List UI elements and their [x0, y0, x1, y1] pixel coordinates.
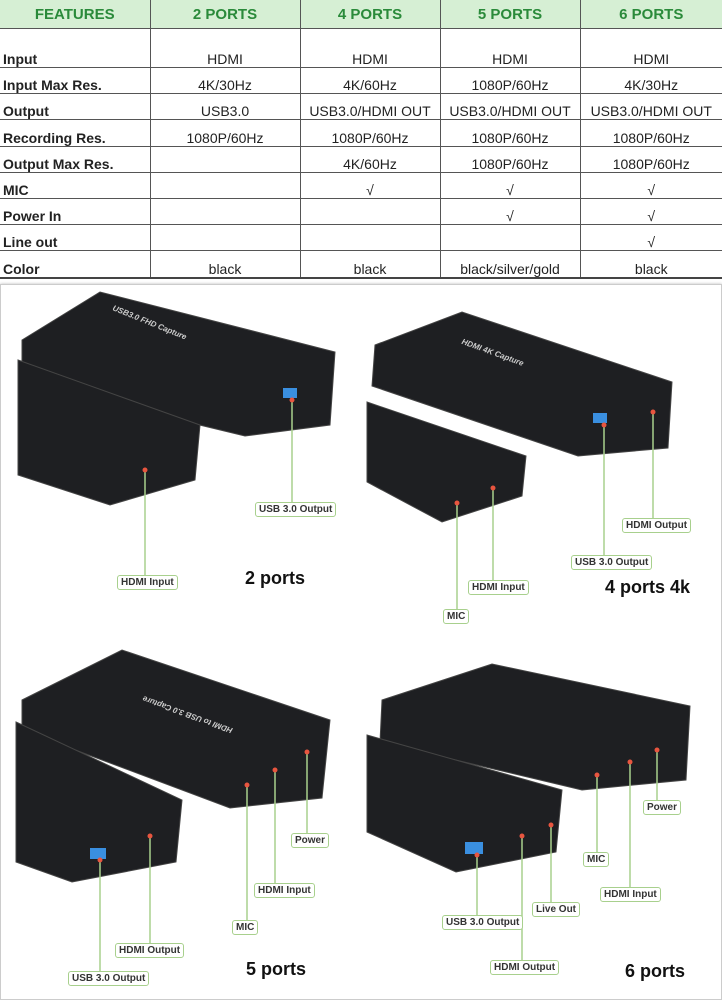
table-cell: 1080P/60Hz — [300, 119, 441, 147]
feature-name: Recording Res. — [0, 119, 151, 147]
table-cell — [300, 224, 441, 252]
table-cell: USB3.0 — [150, 93, 301, 121]
table-cell: 4K/30Hz — [150, 67, 301, 95]
feature-name: Color — [0, 250, 151, 279]
label-hdmi-input: HDMI Input — [117, 575, 178, 590]
header-2-ports: 2 PORTS — [150, 0, 301, 29]
table-cell — [150, 146, 301, 173]
caption-2-ports: 2 ports — [245, 568, 306, 588]
label-power: Power — [643, 800, 682, 815]
table-cell: HDMI — [440, 28, 581, 68]
table-cell: 4K/30Hz — [580, 67, 722, 95]
table-cell: HDMI — [150, 28, 301, 68]
label-usb-3-output: USB 3.0 Output — [68, 971, 150, 986]
table-cell: √ — [580, 224, 722, 252]
label-hdmi-output: HDMI Output — [115, 943, 185, 958]
table-cell: 4K/60Hz — [300, 146, 441, 173]
table-cell — [150, 198, 301, 226]
capture-device-5port-front — [15, 721, 183, 883]
table-cell — [300, 198, 441, 226]
capture-device-6port-front — [366, 734, 563, 873]
feature-name: Input Max Res. — [0, 67, 151, 95]
label-hdmi-output: HDMI Output — [622, 518, 692, 533]
header-4-ports: 4 PORTS — [300, 0, 441, 29]
table-cell: black — [580, 250, 722, 279]
table-cell: HDMI — [580, 28, 722, 68]
leader-lines — [99, 400, 658, 971]
table-cell: √ — [440, 172, 581, 199]
table-cell: √ — [580, 198, 722, 226]
table-cell — [440, 224, 581, 252]
table-cell: √ — [440, 198, 581, 226]
label-usb-3-output: USB 3.0 Output — [571, 555, 653, 570]
header-features: FEATURES — [0, 0, 151, 29]
table-cell: 1080P/60Hz — [580, 146, 722, 173]
feature-name: Output Max Res. — [0, 146, 151, 173]
table-cell: 1080P/60Hz — [440, 146, 581, 173]
table-row: Power In √√ — [0, 198, 722, 226]
caption-6-ports: 6 ports — [625, 961, 686, 981]
label-hdmi-input: HDMI Input — [600, 887, 661, 902]
table-cell: 1080P/60Hz — [440, 119, 581, 147]
table-cell: 1080P/60Hz — [150, 119, 301, 147]
label-power: Power — [291, 833, 330, 848]
caption-4-ports-4k: 4 ports 4k — [605, 577, 691, 597]
label-usb-3-output: USB 3.0 Output — [255, 502, 337, 517]
feature-name: Input — [0, 28, 151, 68]
label-live-out: Live Out — [532, 902, 581, 917]
label-usb-3-output: USB 3.0 Output — [442, 915, 524, 930]
feature-name: Line out — [0, 224, 151, 252]
table-cell: 1080P/60Hz — [440, 67, 581, 95]
port-dots — [97, 397, 660, 863]
capture-device-4port-front — [366, 401, 527, 523]
label-hdmi-input: HDMI Input — [468, 580, 529, 595]
label-mic: MIC — [583, 852, 610, 867]
usb-port-icons — [90, 388, 607, 859]
label-mic: MIC — [443, 609, 470, 624]
feature-name: MIC — [0, 172, 151, 199]
table-cell: USB3.0/HDMI OUT — [580, 93, 722, 121]
table-cell: black — [150, 250, 301, 279]
table-cell: 1080P/60Hz — [580, 119, 722, 147]
header-6-ports: 6 PORTS — [580, 0, 722, 29]
table-cell: USB3.0/HDMI OUT — [440, 93, 581, 121]
feature-name: Power In — [0, 198, 151, 226]
capture-device-2port-front — [17, 359, 201, 506]
label-hdmi-input: HDMI Input — [254, 883, 315, 898]
table-row: Line out √ — [0, 224, 722, 252]
table-cell: √ — [580, 172, 722, 199]
table-cell: USB3.0/HDMI OUT — [300, 93, 441, 121]
caption-5-ports: 5 ports — [246, 959, 307, 979]
table-cell: black — [300, 250, 441, 279]
label-mic: MIC — [232, 920, 259, 935]
table-row: MIC√√√ — [0, 172, 722, 199]
label-hdmi-output: HDMI Output — [490, 960, 560, 975]
feature-name: Output — [0, 93, 151, 121]
table-cell — [150, 172, 301, 199]
table-cell: HDMI — [300, 28, 441, 68]
table-cell — [150, 224, 301, 252]
header-5-ports: 5 PORTS — [440, 0, 581, 29]
table-cell: black/silver/gold — [440, 250, 581, 279]
table-cell: 4K/60Hz — [300, 67, 441, 95]
table-cell: √ — [300, 172, 441, 199]
